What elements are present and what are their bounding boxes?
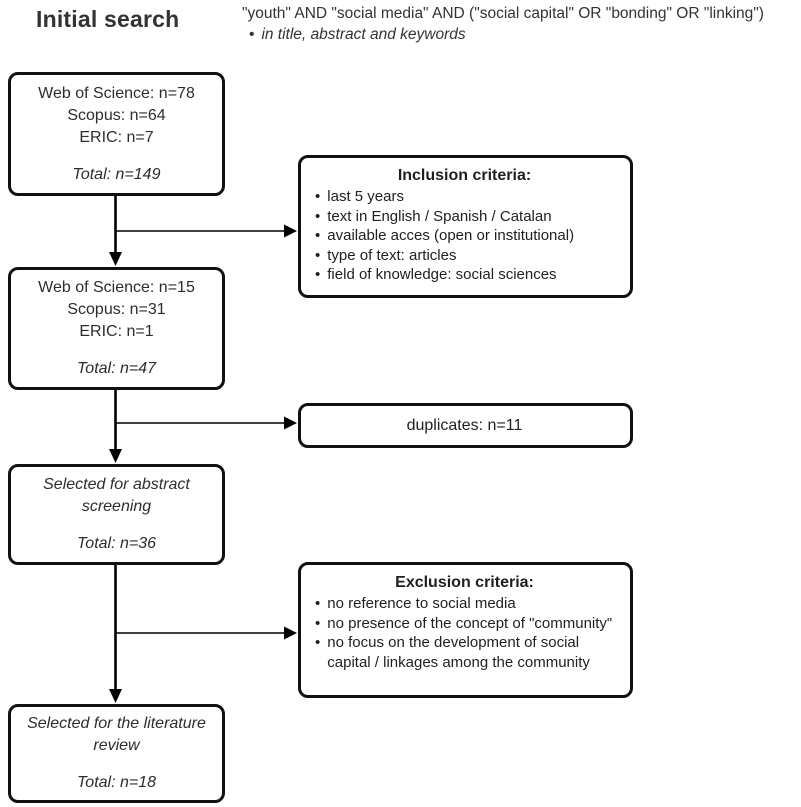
bullet-icon: • bbox=[315, 634, 321, 651]
list-item: • text in English / Spanish / Catalan bbox=[315, 207, 618, 227]
search-query-block: "youth" AND "social media" AND ("social … bbox=[242, 4, 798, 45]
bullet-icon: • bbox=[315, 246, 321, 264]
arrow-branch-duplicates bbox=[115, 416, 297, 430]
page-title: Initial search bbox=[36, 6, 180, 32]
db-count-eric: ERIC: n=1 bbox=[79, 323, 154, 340]
total-count: Total: n=18 bbox=[76, 774, 157, 791]
total-count: Total: n=47 bbox=[76, 360, 157, 377]
search-scope-note: • in title, abstract and keywords bbox=[242, 25, 798, 45]
total-count: Total: n=149 bbox=[72, 165, 161, 183]
list-item: • type of text: articles bbox=[315, 246, 618, 266]
search-scope-text: in title, abstract and keywords bbox=[261, 26, 466, 43]
box-abstract-screening: Selected for abstract screening Total: n… bbox=[8, 464, 225, 565]
exclusion-criteria-list: • no reference to social media • no presen… bbox=[311, 594, 618, 672]
list-item: • no presence of the concept of "communit… bbox=[315, 614, 618, 634]
duplicates-label: duplicates: n=11 bbox=[406, 416, 523, 434]
list-item: • available acces (open or institutional) bbox=[315, 226, 618, 246]
criterion-text: last 5 years bbox=[327, 188, 404, 205]
bullet-icon: • bbox=[315, 595, 321, 612]
list-item: • last 5 years bbox=[315, 187, 618, 207]
stage-label: Selected for abstract screening bbox=[43, 476, 190, 515]
criterion-text: no focus on the development of social ca… bbox=[327, 634, 590, 671]
db-count-scopus: Scopus: n=64 bbox=[67, 106, 166, 124]
list-item: • no reference to social media bbox=[315, 594, 618, 614]
list-item: • field of knowledge: social sciences bbox=[315, 265, 618, 285]
arrow-branch-inclusion bbox=[115, 224, 297, 238]
box-filtered-results: Web of Science: n=15 Scopus: n=31 ERIC: … bbox=[8, 267, 225, 390]
exclusion-criteria-title: Exclusion criteria: bbox=[395, 574, 534, 591]
stage-label: Selected for the literature review bbox=[27, 715, 206, 754]
db-count-wos: Web of Science: n=78 bbox=[38, 84, 195, 102]
arrow-filtered-to-screening bbox=[109, 390, 122, 463]
arrow-branch-exclusion bbox=[115, 626, 297, 640]
total-count: Total: n=36 bbox=[76, 535, 157, 552]
arrow-initial-to-filtered bbox=[109, 196, 122, 266]
search-query-text: "youth" AND "social media" AND ("social … bbox=[242, 5, 764, 22]
db-count-scopus: Scopus: n=31 bbox=[67, 301, 166, 318]
bullet-icon: • bbox=[315, 266, 321, 283]
box-exclusion-criteria: Exclusion criteria: • no reference to soc… bbox=[298, 562, 633, 698]
criterion-text: no presence of the concept of "community… bbox=[327, 614, 613, 632]
criterion-text: no reference to social media bbox=[327, 595, 516, 612]
box-inclusion-criteria: Inclusion criteria: • last 5 years • text … bbox=[298, 155, 633, 298]
inclusion-criteria-title: Inclusion criteria: bbox=[397, 167, 532, 184]
inclusion-criteria-list: • last 5 years • text in English / Spanish… bbox=[311, 187, 618, 285]
list-item: • no focus on the development of social c… bbox=[315, 633, 618, 672]
bullet-icon: • bbox=[315, 207, 321, 225]
criterion-text: available acces (open or institutional) bbox=[327, 227, 575, 244]
criterion-text: field of knowledge: social sciences bbox=[327, 266, 557, 283]
bullet-icon: • bbox=[315, 614, 321, 632]
arrow-screening-to-review bbox=[109, 565, 122, 703]
criterion-text: text in English / Spanish / Catalan bbox=[327, 207, 552, 225]
bullet-icon: • bbox=[315, 188, 321, 205]
box-literature-review: Selected for the literature review Total… bbox=[8, 704, 225, 803]
db-count-eric: ERIC: n=7 bbox=[79, 128, 154, 146]
db-count-wos: Web of Science: n=15 bbox=[38, 279, 195, 296]
criterion-text: type of text: articles bbox=[327, 246, 457, 264]
bullet-icon: • bbox=[249, 26, 255, 43]
box-initial-results: Web of Science: n=78 Scopus: n=64 ERIC: … bbox=[8, 72, 225, 196]
box-duplicates: duplicates: n=11 bbox=[298, 403, 633, 448]
bullet-icon: • bbox=[315, 227, 321, 244]
